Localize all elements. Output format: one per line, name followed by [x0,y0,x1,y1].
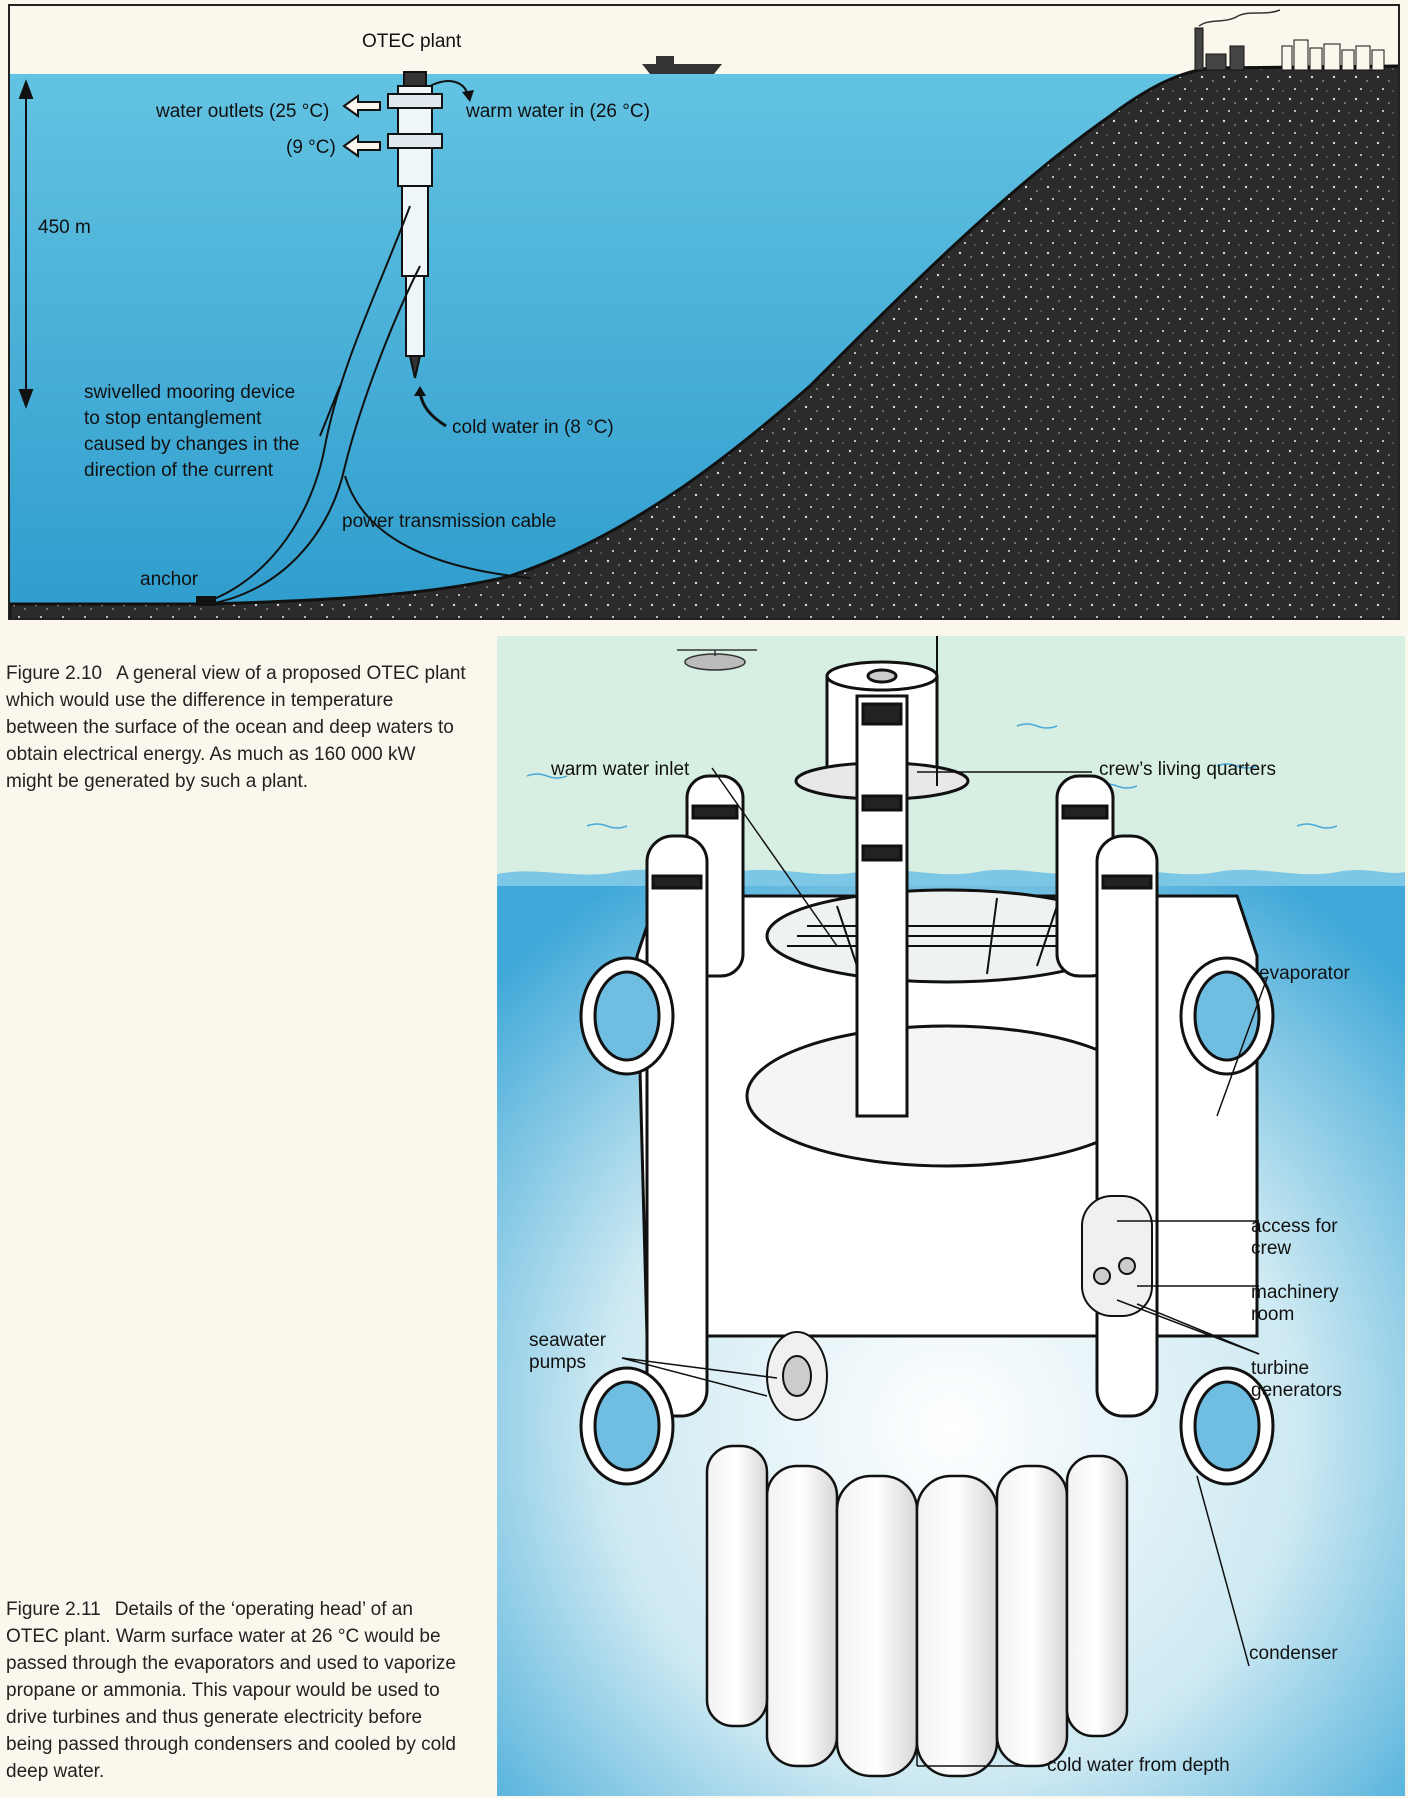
outlet-arrows [342,94,381,158]
evaporator-outlets [579,956,1275,1076]
figure-2-11-diagram: warm water inlet crew’s living quarters … [497,636,1405,1796]
label-cold-water-in: cold water in (8 °C) [452,417,614,438]
label-crews-quarters: crew’s living quarters [1099,759,1277,780]
cold-water-pipes [705,1444,1129,1778]
label-mooring-device: swivelled mooring device to stop entangl… [84,382,300,481]
ocean-cross-section-illustration [10,6,1398,618]
label-warm-water-in: warm water in (26 °C) [466,101,650,122]
label-depth: 450 m [38,217,91,238]
figure-2-10-number: Figure 2.10 [6,663,103,684]
crew-tower [794,636,970,1118]
label-anchor: anchor [140,569,199,590]
cold-water-arrowhead [414,386,426,396]
figure-2-11-caption-text: Details of the ‘operating head’ of an OT… [6,1599,456,1782]
operating-head-illustration [497,636,1405,1796]
label-machinery-room: machinery room [1251,1282,1339,1325]
mooring-lines [199,205,531,605]
warm-water-arrowhead [462,90,474,102]
figure-2-11-number: Figure 2.11 [6,1599,101,1620]
label-outlet-9c: (9 °C) [286,137,336,158]
seabed-slope [10,64,1398,618]
label-access-for-crew: access for crew [1251,1216,1338,1259]
label-power-cable: power transmission cable [342,511,557,532]
figure-2-10-caption-text: A general view of a proposed OTEC plant … [6,663,466,792]
label-cold-water: cold water from depth [1047,1755,1230,1776]
seawater-pump-cutaway [766,1331,828,1421]
inlet-grid [787,897,1107,975]
figure-2-10-diagram: OTEC plant water outlets (25 °C) (9 °C) … [8,4,1400,620]
coastal-city-icon [1194,9,1385,71]
label-warm-water-inlet: warm water inlet [551,759,690,780]
depth-arrow [18,79,34,409]
machinery-room-cutaway [1081,1195,1153,1317]
label-seawater-pumps: seawater pumps [529,1330,607,1373]
anchor-icon [196,596,216,606]
label-condenser: condenser [1249,1643,1338,1664]
condenser-outlets [579,1366,1275,1486]
label-water-outlets: water outlets (25 °C) [156,101,330,122]
leader-lines [621,767,1268,1767]
label-turbine-generators: turbine generators [1251,1358,1342,1401]
ship-icon [642,56,722,74]
label-otec-plant: OTEC plant [362,31,462,52]
label-evaporator: evaporator [1259,963,1350,984]
helicopter-icon [677,649,757,671]
